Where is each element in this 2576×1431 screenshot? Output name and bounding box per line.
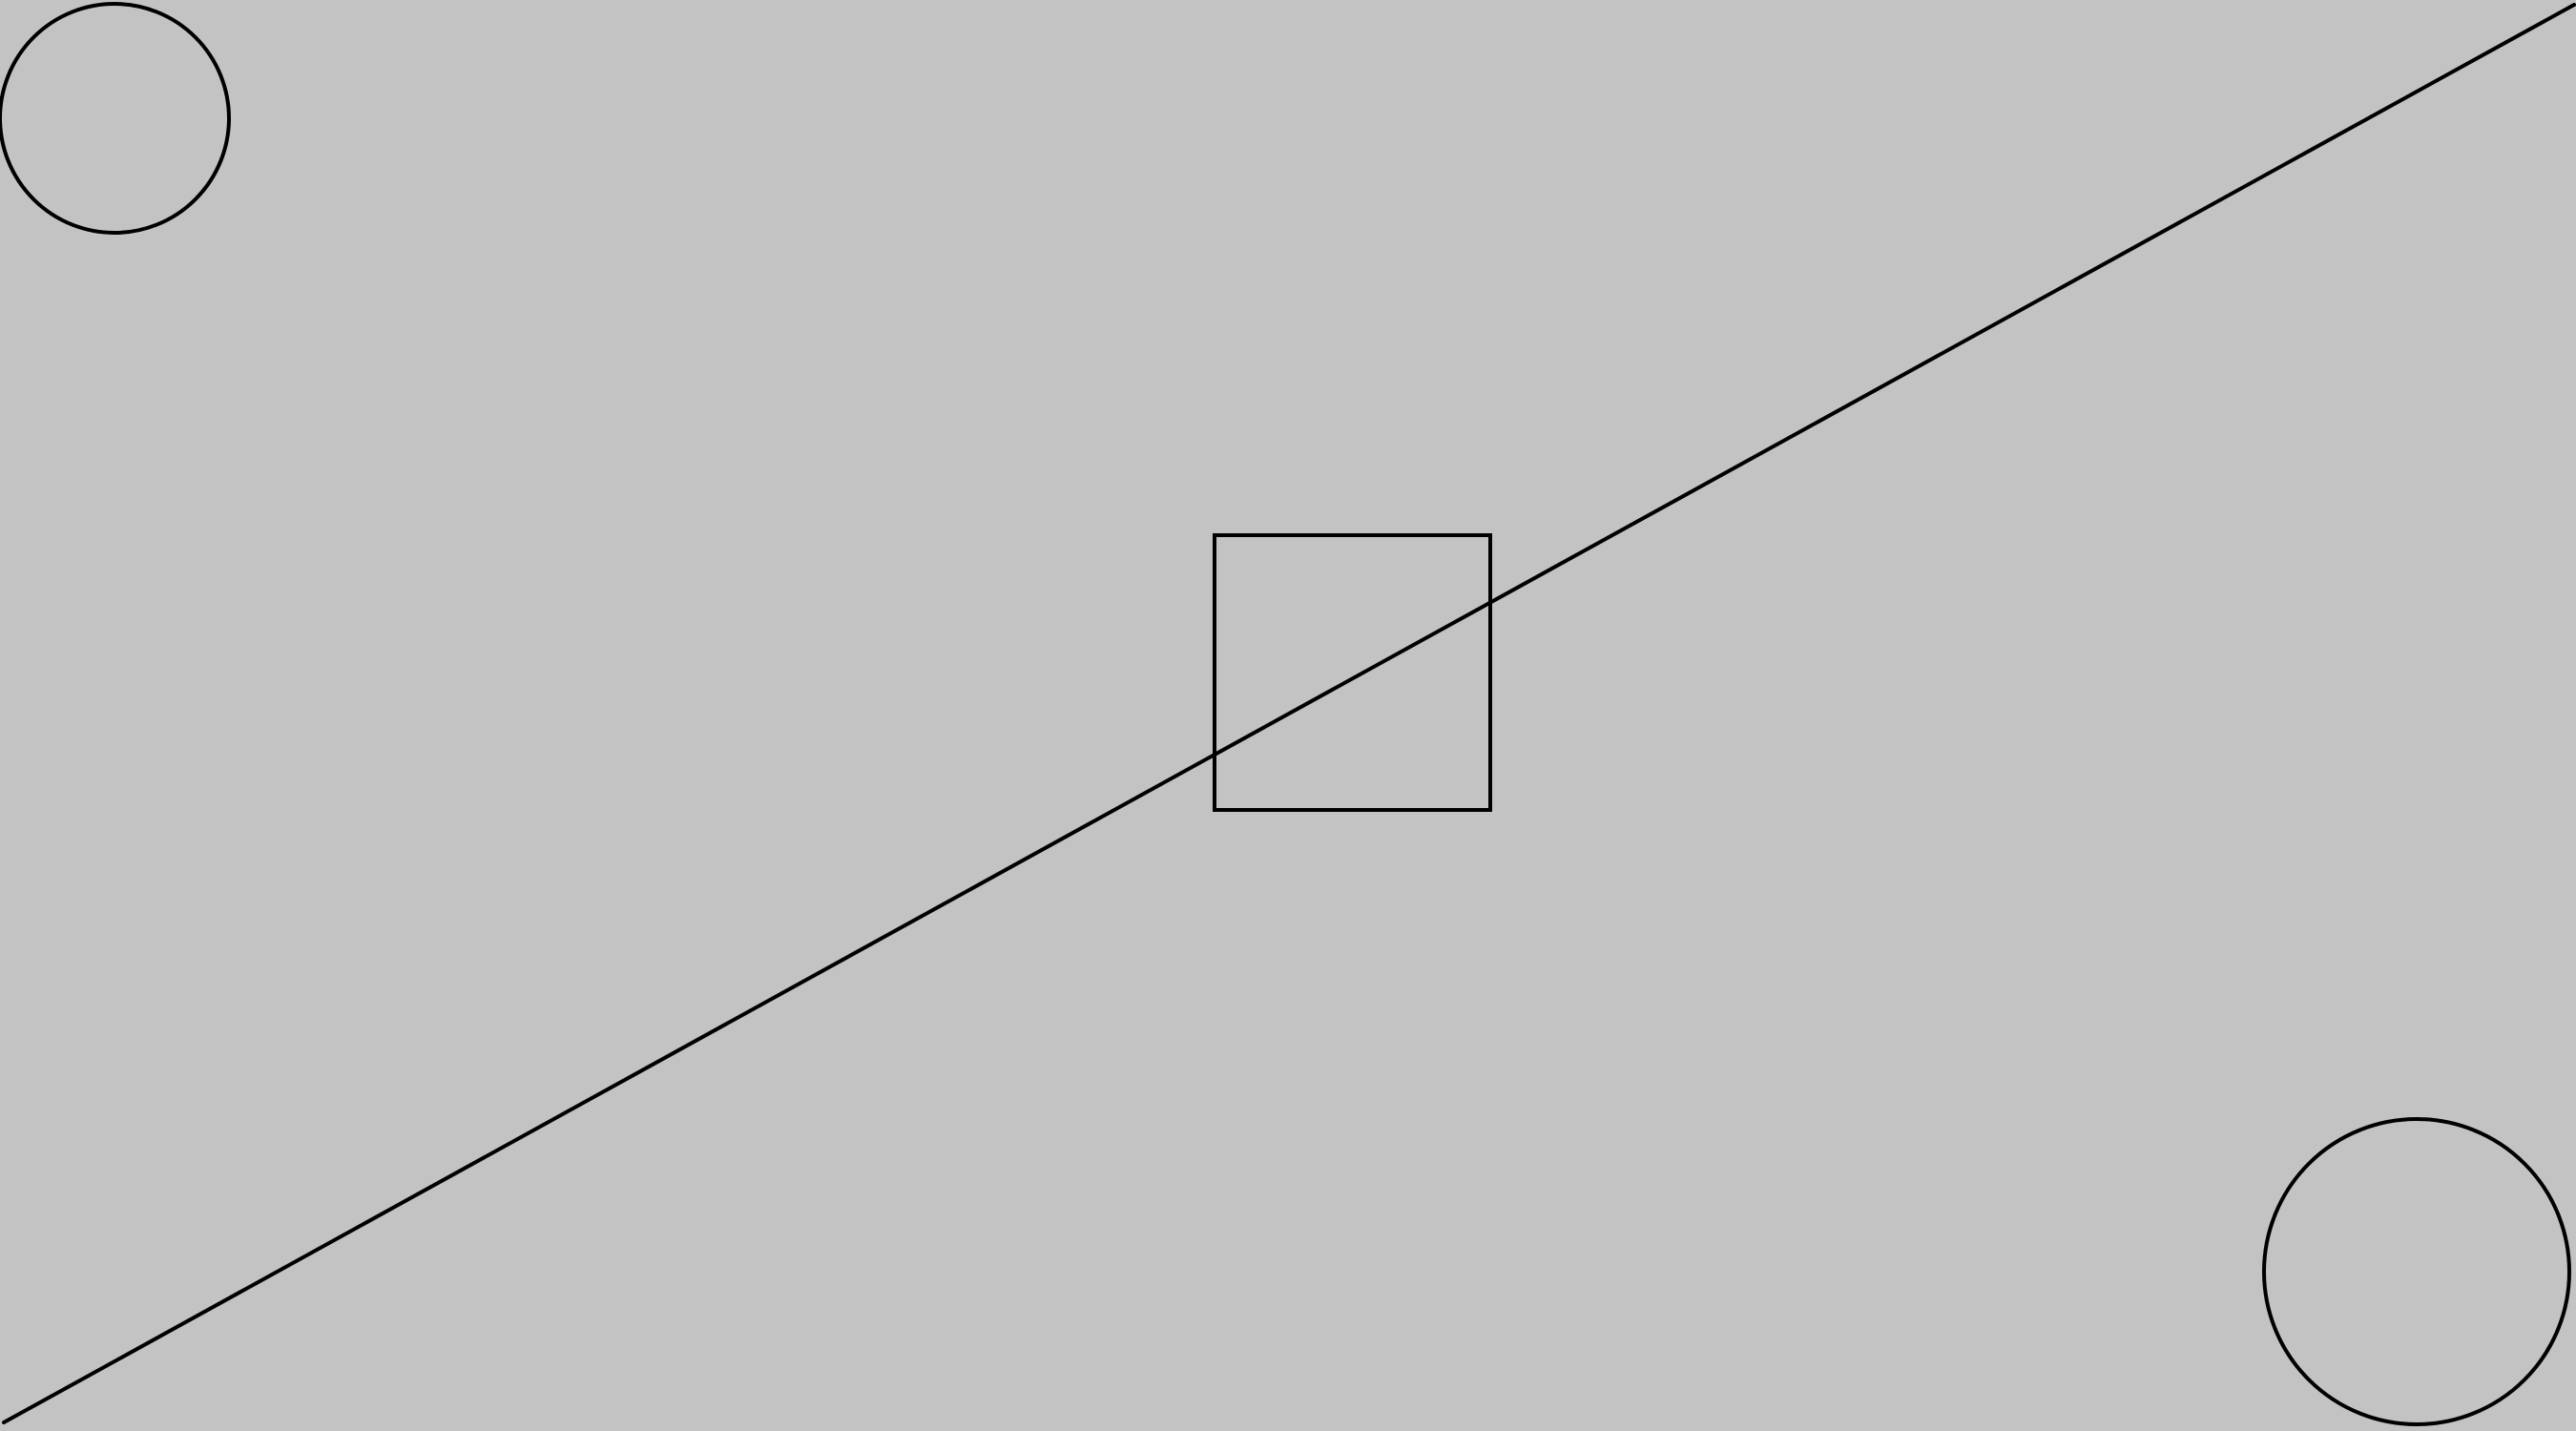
bottom-right-circle [2262,1117,2571,1426]
center-square [1213,533,1492,812]
top-left-circle [0,2,231,235]
diagonal-line [2,3,2576,1424]
